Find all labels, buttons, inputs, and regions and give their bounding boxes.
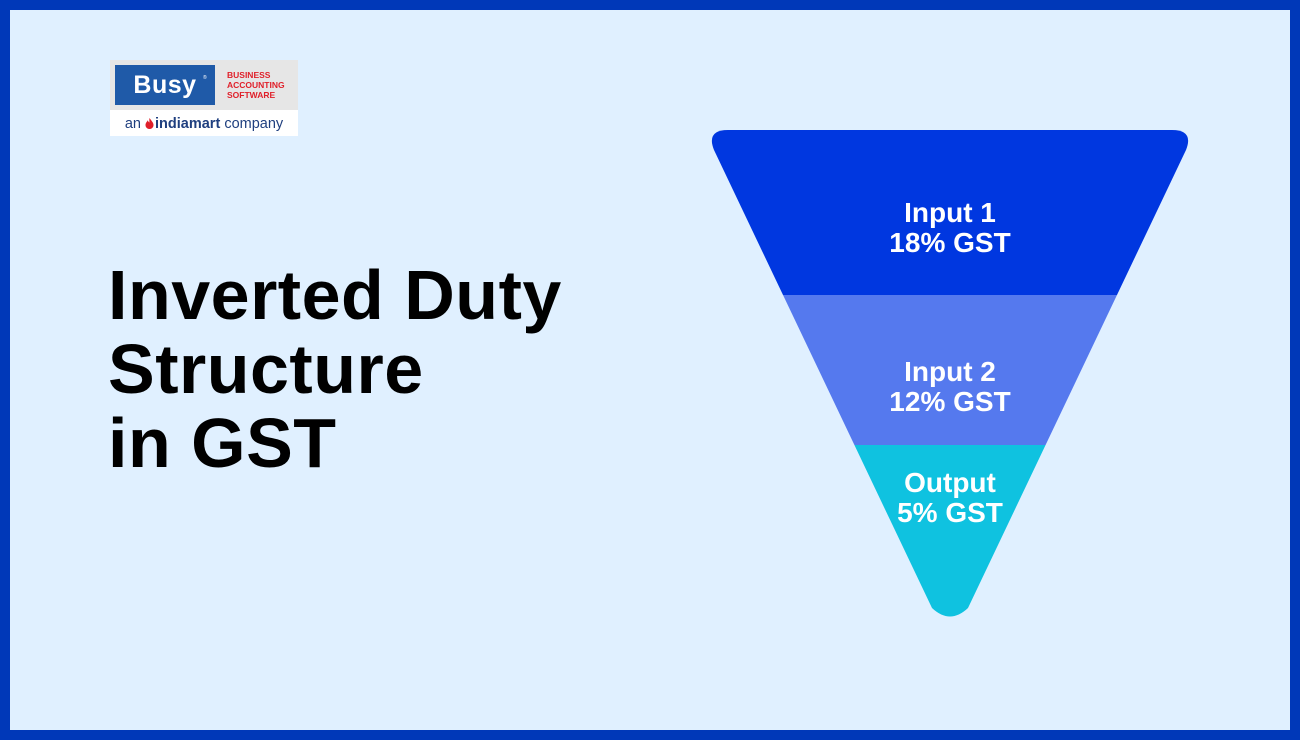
funnel-label-input-1: Input 1 18% GST bbox=[820, 198, 1080, 258]
title-line-3: in GST bbox=[108, 404, 337, 482]
logo-company-prefix: an bbox=[124, 116, 141, 132]
indiamart-flame-icon bbox=[145, 118, 154, 129]
funnel-label-input-2: Input 2 12% GST bbox=[820, 357, 1080, 417]
logo-tagline-line-2: ACCOUNTING bbox=[227, 80, 285, 90]
logo-company-brand: indiamart bbox=[155, 116, 221, 132]
funnel-label-input-2-rate: 12% GST bbox=[889, 386, 1011, 417]
gst-funnel-diagram: Input 1 18% GST Input 2 12% GST Output 5… bbox=[710, 130, 1200, 625]
funnel-label-input-2-name: Input 2 bbox=[904, 356, 996, 387]
logo-company-suffix: company bbox=[224, 116, 284, 132]
title-line-1: Inverted Duty bbox=[108, 256, 562, 334]
funnel-label-output-name: Output bbox=[904, 467, 996, 498]
busy-logo: Busy ® BUSINESS ACCOUNTING SOFTWARE an i… bbox=[110, 60, 298, 136]
logo-company-line: an indiamart company bbox=[110, 112, 298, 136]
page-title: Inverted Duty Structure in GST bbox=[108, 258, 668, 480]
banner-canvas: Busy ® BUSINESS ACCOUNTING SOFTWARE an i… bbox=[10, 10, 1290, 730]
funnel-label-output-rate: 5% GST bbox=[897, 497, 1003, 528]
logo-busy-wordmark: Busy bbox=[115, 65, 215, 105]
logo-tagline-line-3: SOFTWARE bbox=[227, 90, 276, 100]
funnel-layer-input-1 bbox=[711, 130, 1189, 295]
logo-top-panel: Busy ® BUSINESS ACCOUNTING SOFTWARE bbox=[110, 60, 298, 110]
funnel-label-output: Output 5% GST bbox=[820, 468, 1080, 528]
logo-tagline: BUSINESS ACCOUNTING SOFTWARE bbox=[227, 70, 297, 100]
logo-registered-mark: ® bbox=[203, 75, 207, 81]
funnel-label-input-1-name: Input 1 bbox=[904, 197, 996, 228]
funnel-graphic bbox=[711, 130, 1189, 617]
funnel-label-input-1-rate: 18% GST bbox=[889, 227, 1011, 258]
logo-tagline-line-1: BUSINESS bbox=[227, 70, 271, 80]
title-line-2: Structure bbox=[108, 330, 424, 408]
